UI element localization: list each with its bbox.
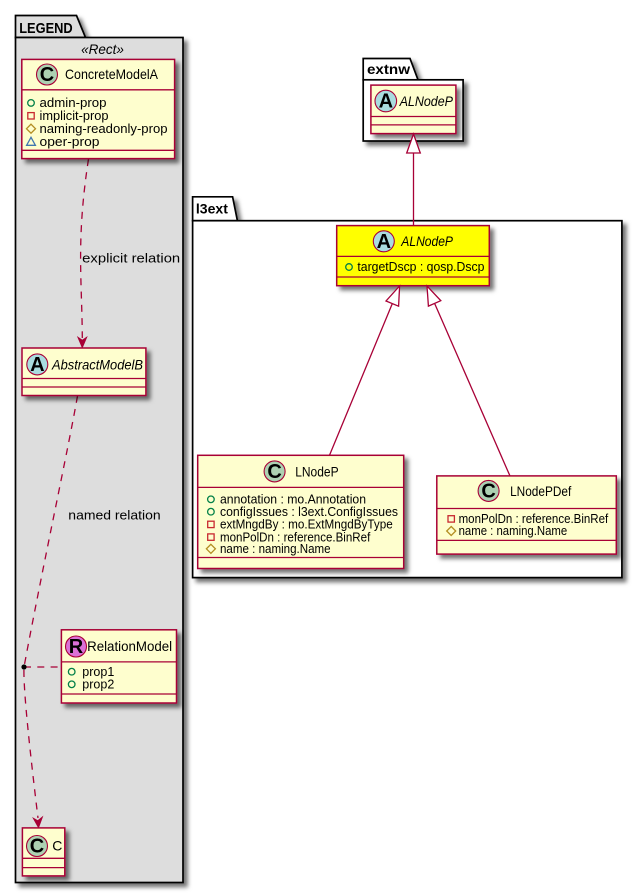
svg-text:configIssues : l3ext.ConfigIss: configIssues : l3ext.ConfigIssues — [220, 505, 398, 519]
svg-text:explicit relation: explicit relation — [82, 251, 180, 266]
svg-text:R: R — [69, 636, 84, 658]
svg-text:C: C — [30, 836, 44, 858]
svg-text:A: A — [377, 231, 391, 253]
svg-text:A: A — [30, 354, 44, 376]
svg-text:implicit-prop: implicit-prop — [40, 109, 109, 123]
svg-text:C: C — [40, 64, 54, 86]
svg-text:name : naming.Name: name : naming.Name — [220, 542, 331, 556]
svg-text:«Rect»: «Rect» — [81, 42, 124, 57]
svg-text:ConcreteModelA: ConcreteModelA — [65, 66, 159, 82]
svg-text:AbstractModelB: AbstractModelB — [51, 356, 143, 372]
svg-text:C: C — [52, 838, 62, 854]
svg-text:targetDscp : qosp.Dscp: targetDscp : qosp.Dscp — [357, 260, 484, 274]
svg-text:ALNodeP: ALNodeP — [399, 93, 454, 109]
svg-text:C: C — [267, 461, 281, 483]
svg-text:monPolDn : reference.BinRef: monPolDn : reference.BinRef — [220, 530, 371, 544]
svg-text:monPolDn : reference.BinRef: monPolDn : reference.BinRef — [459, 512, 609, 526]
svg-text:LNodeP: LNodeP — [295, 463, 338, 479]
svg-text:A: A — [379, 91, 393, 113]
svg-text:oper-prop: oper-prop — [40, 135, 100, 149]
svg-text:ALNodeP: ALNodeP — [400, 233, 453, 249]
svg-text:name : naming.Name: name : naming.Name — [459, 524, 568, 538]
svg-text:LEGEND: LEGEND — [19, 20, 73, 37]
svg-text:l3ext: l3ext — [196, 201, 228, 217]
svg-text:annotation : mo.Annotation: annotation : mo.Annotation — [220, 493, 366, 507]
svg-text:C: C — [481, 481, 495, 503]
svg-text:named relation: named relation — [68, 508, 160, 523]
svg-text:extMngdBy : mo.ExtMngdByType: extMngdBy : mo.ExtMngdByType — [220, 518, 393, 532]
svg-text:admin-prop: admin-prop — [40, 96, 107, 110]
svg-text:RelationModel: RelationModel — [87, 638, 172, 654]
svg-text:extnw: extnw — [367, 61, 410, 77]
svg-text:prop2: prop2 — [82, 678, 114, 692]
svg-text:LNodePDef: LNodePDef — [510, 483, 571, 499]
svg-text:prop1: prop1 — [82, 665, 114, 679]
svg-text:naming-readonly-prop: naming-readonly-prop — [40, 122, 168, 136]
